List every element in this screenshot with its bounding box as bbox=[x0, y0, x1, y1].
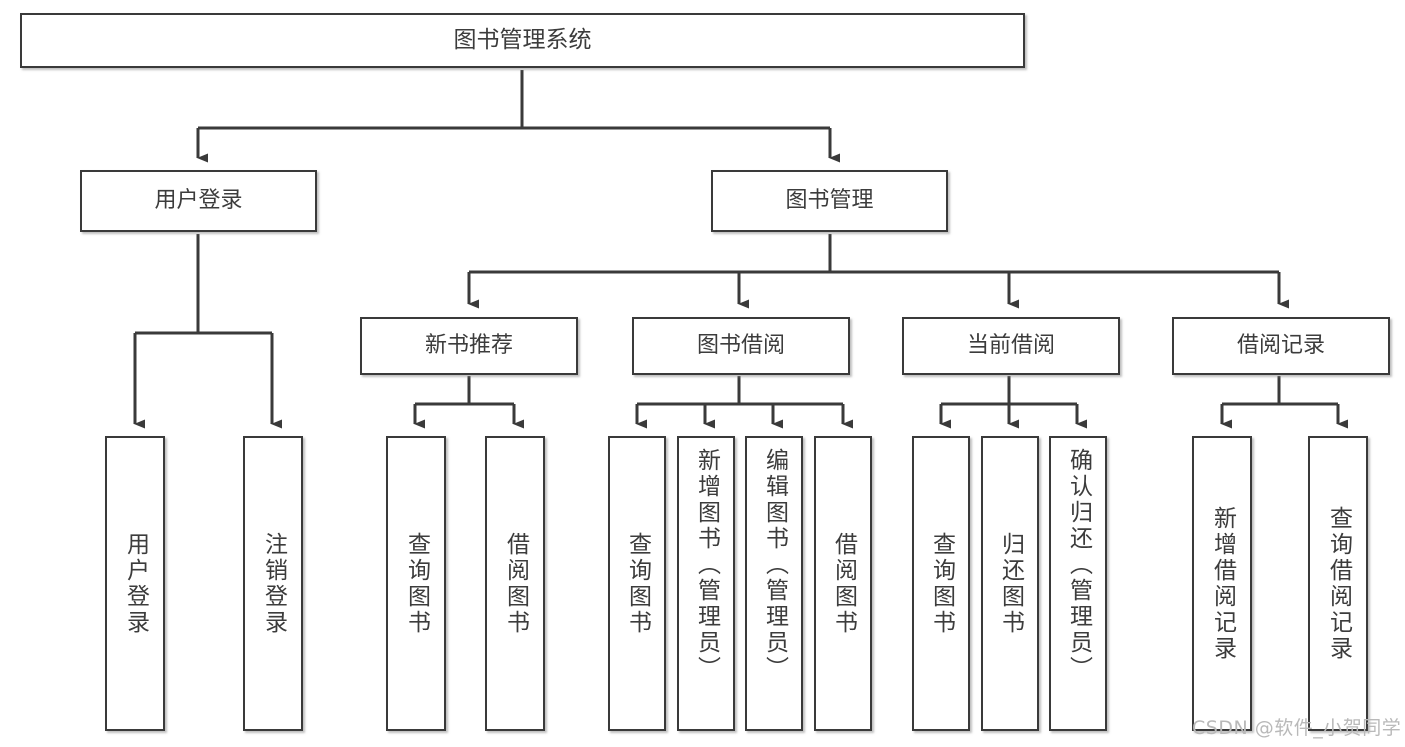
node-leaf-book-borrow-add[interactable]: 新增图书（管理员） bbox=[677, 436, 735, 731]
node-label-leaf-book-borrow-add: 新增图书（管理员） bbox=[693, 448, 720, 682]
node-label-borrow-record: 借阅记录 bbox=[1236, 333, 1325, 359]
node-book-borrow[interactable]: 图书借阅 bbox=[632, 317, 850, 375]
node-label-leaf-book-borrow-edit: 编辑图书（管理员） bbox=[761, 448, 788, 682]
node-leaf-user-login-logout[interactable]: 注销登录 bbox=[243, 436, 303, 731]
node-label-leaf-user-login-login: 用户登录 bbox=[122, 531, 149, 636]
node-label-leaf-borrow-record-query: 查询借阅记录 bbox=[1325, 505, 1352, 662]
node-label-leaf-book-borrow-borrow: 借阅图书 bbox=[830, 531, 857, 636]
node-leaf-new-book-borrow[interactable]: 借阅图书 bbox=[485, 436, 545, 731]
node-label-leaf-current-borrow-query: 查询图书 bbox=[928, 531, 955, 636]
node-label-leaf-borrow-record-add: 新增借阅记录 bbox=[1209, 505, 1236, 662]
node-leaf-borrow-record-add[interactable]: 新增借阅记录 bbox=[1192, 436, 1252, 731]
node-borrow-record[interactable]: 借阅记录 bbox=[1172, 317, 1390, 375]
node-label-user-login: 用户登录 bbox=[154, 188, 243, 214]
node-label-leaf-current-borrow-return: 归还图书 bbox=[997, 531, 1024, 636]
node-label-leaf-user-login-logout: 注销登录 bbox=[260, 531, 287, 636]
node-leaf-current-borrow-query[interactable]: 查询图书 bbox=[912, 436, 970, 731]
watermark-csdn: CSDN @软件_小贺同学 bbox=[1192, 717, 1402, 739]
node-book-manage[interactable]: 图书管理 bbox=[711, 170, 948, 232]
node-label-leaf-new-book-query: 查询图书 bbox=[403, 531, 430, 636]
node-leaf-user-login-login[interactable]: 用户登录 bbox=[105, 436, 165, 731]
node-leaf-current-borrow-confirm[interactable]: 确认归还（管理员） bbox=[1049, 436, 1107, 731]
node-new-book-recommend[interactable]: 新书推荐 bbox=[360, 317, 578, 375]
node-label-current-borrow: 当前借阅 bbox=[966, 333, 1055, 359]
node-leaf-book-borrow-borrow[interactable]: 借阅图书 bbox=[814, 436, 872, 731]
node-leaf-current-borrow-return[interactable]: 归还图书 bbox=[981, 436, 1039, 731]
node-leaf-book-borrow-query[interactable]: 查询图书 bbox=[608, 436, 666, 731]
node-current-borrow[interactable]: 当前借阅 bbox=[902, 317, 1120, 375]
node-label-leaf-book-borrow-query: 查询图书 bbox=[624, 531, 651, 636]
node-label-root: 图书管理系统 bbox=[453, 26, 592, 53]
node-label-leaf-new-book-borrow: 借阅图书 bbox=[502, 531, 529, 636]
node-leaf-book-borrow-edit[interactable]: 编辑图书（管理员） bbox=[745, 436, 803, 731]
node-label-leaf-current-borrow-confirm: 确认归还（管理员） bbox=[1065, 448, 1092, 682]
node-label-new-book-recommend: 新书推荐 bbox=[424, 333, 513, 359]
node-user-login[interactable]: 用户登录 bbox=[80, 170, 317, 232]
node-leaf-new-book-query[interactable]: 查询图书 bbox=[386, 436, 446, 731]
node-label-book-borrow: 图书借阅 bbox=[696, 333, 785, 359]
node-leaf-borrow-record-query[interactable]: 查询借阅记录 bbox=[1308, 436, 1368, 731]
node-label-book-manage: 图书管理 bbox=[785, 188, 874, 214]
node-root-system[interactable]: 图书管理系统 bbox=[20, 13, 1025, 68]
